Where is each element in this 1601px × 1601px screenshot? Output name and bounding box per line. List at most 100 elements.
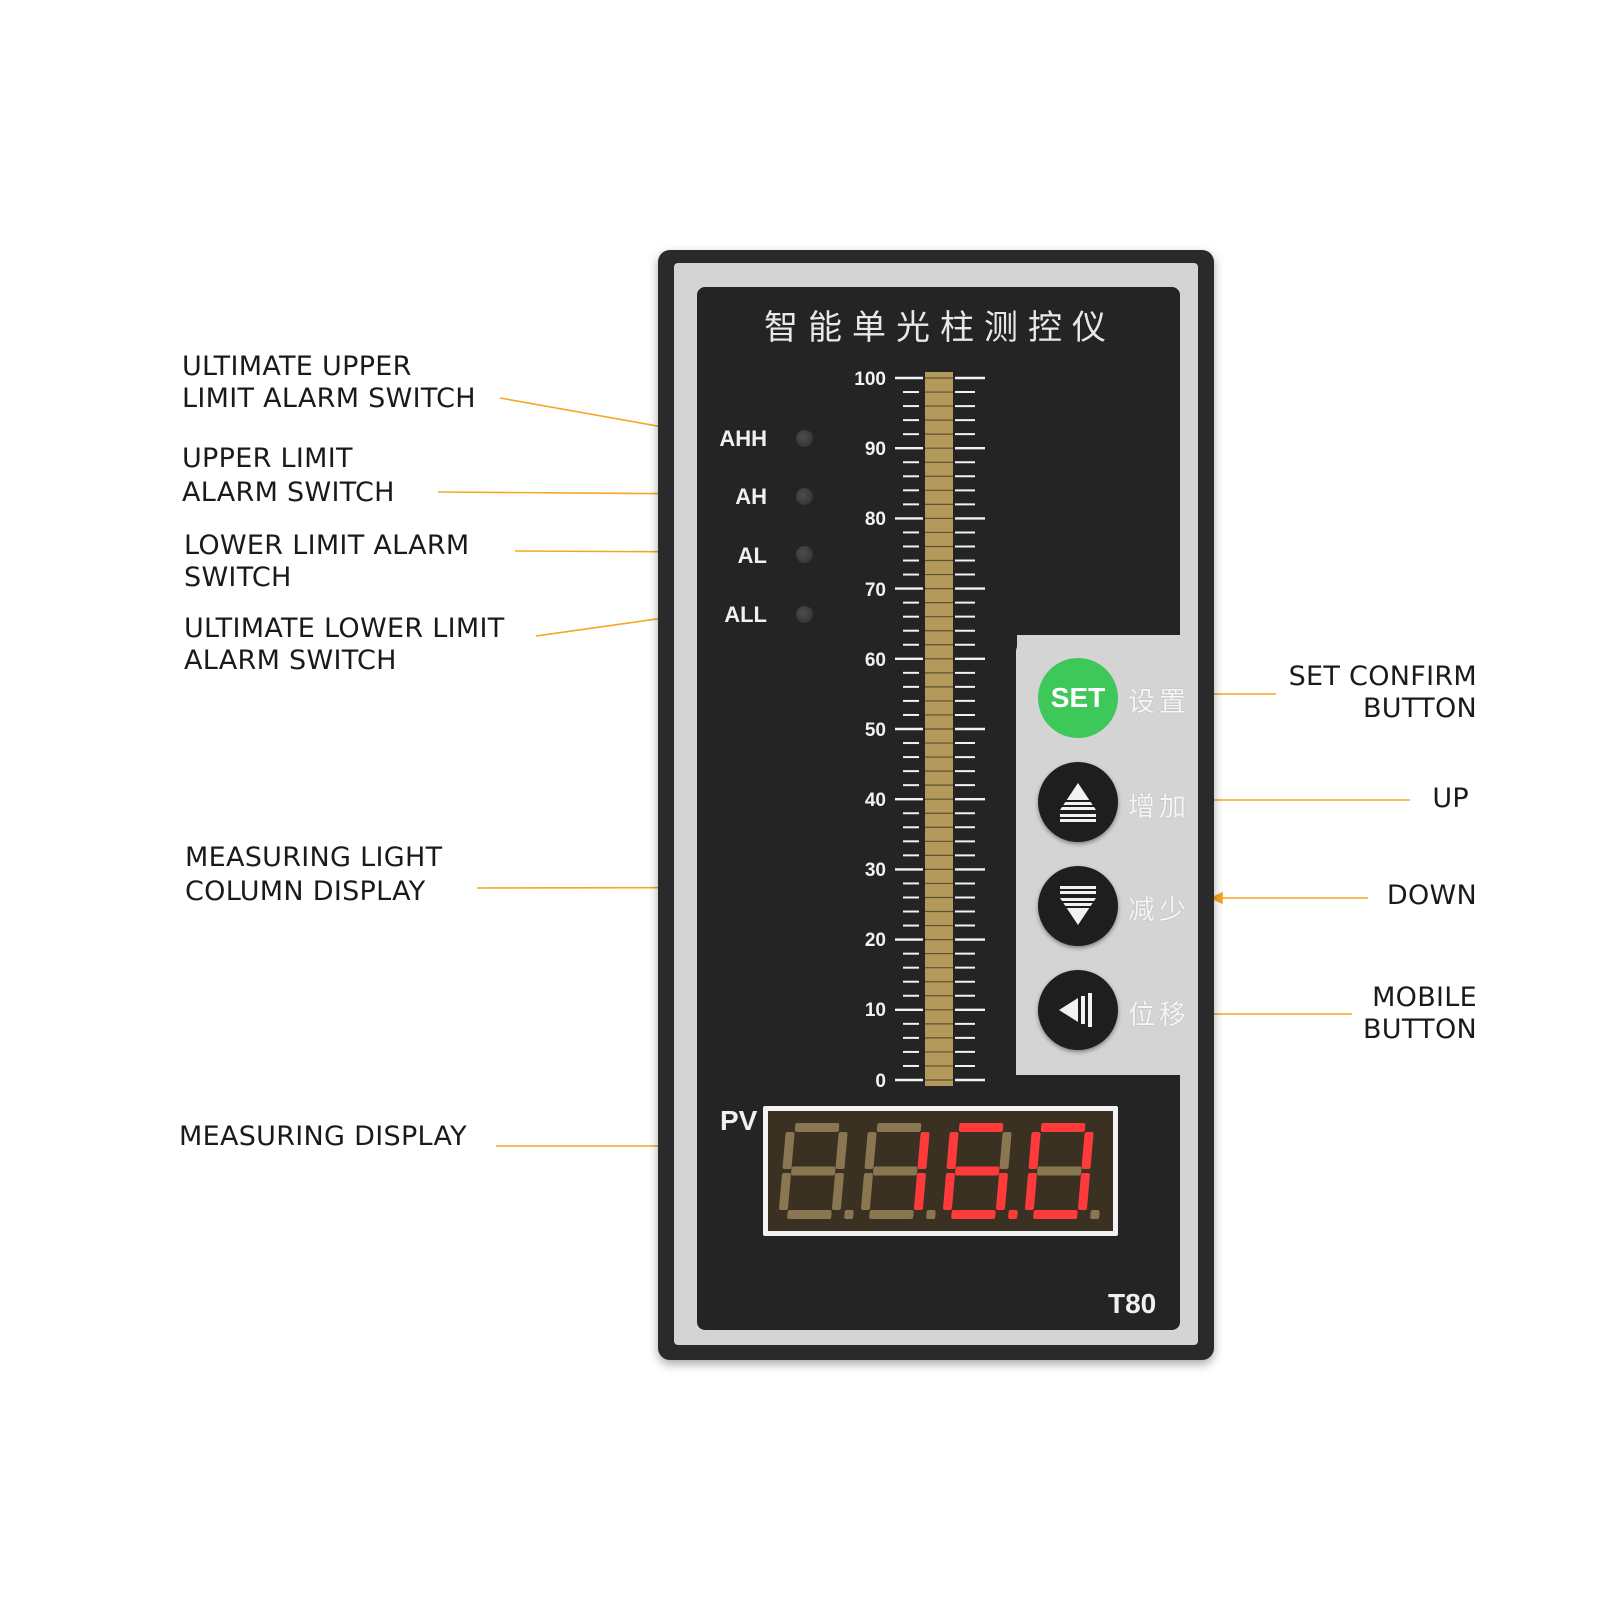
display-decimal-point: [926, 1210, 936, 1219]
callout-all: ULTIMATE LOWER LIMIT ALARM SWITCH: [184, 613, 505, 677]
display-segment: [864, 1132, 877, 1169]
display-decimal-point: [1090, 1210, 1100, 1219]
callout-ahh-line1: ULTIMATE UPPER: [182, 351, 412, 382]
callout-set-line1: SET CONFIRM: [1288, 661, 1477, 692]
scale-label-50: 50: [864, 720, 886, 741]
display-digit: [943, 1123, 1018, 1219]
set-button-face: SET: [1050, 682, 1106, 713]
shift-left-icon: [1059, 993, 1092, 1027]
callout-al-line2: SWITCH: [184, 562, 292, 593]
display-segment: [1040, 1123, 1086, 1132]
display-segment: [782, 1132, 795, 1169]
display-segment: [869, 1210, 914, 1219]
display-segment: [873, 1166, 918, 1176]
light-column-bargraph: [895, 372, 985, 1086]
callout-al-line1: LOWER LIMIT ALARM: [184, 530, 470, 561]
led-ah-indicator: [796, 488, 813, 505]
display-segment: [958, 1123, 1004, 1132]
up-key-label: 增加: [1128, 792, 1190, 823]
callout-set: SET CONFIRM BUTTON: [1289, 661, 1477, 725]
display-digit: [861, 1123, 936, 1219]
callout-al: LOWER LIMIT ALARM SWITCH: [184, 530, 470, 594]
down-button[interactable]: [1038, 866, 1118, 946]
display-segment: [835, 1132, 848, 1169]
mobile-key-label: 位移: [1128, 1000, 1190, 1031]
display-segment: [1037, 1166, 1082, 1176]
led-all-indicator: [796, 606, 813, 623]
display-decimal-point: [1008, 1210, 1018, 1219]
display-segment: [914, 1173, 926, 1210]
scale-label-80: 80: [864, 509, 886, 530]
alarm-label-ahh: AHH: [719, 426, 767, 451]
callout-up-line1: UP: [1432, 783, 1469, 814]
callout-mobile-line1: MOBILE: [1372, 982, 1477, 1013]
scale-label-20: 20: [864, 930, 886, 951]
triangle-up-icon: [1060, 783, 1096, 822]
display-segment: [999, 1132, 1012, 1169]
display-segment: [779, 1173, 791, 1210]
down-key-label: 减少: [1128, 895, 1190, 926]
display-segment: [876, 1123, 922, 1132]
callout-ahh: ULTIMATE UPPER LIMIT ALARM SWITCH: [182, 351, 476, 415]
up-button[interactable]: [1038, 762, 1118, 842]
display-segment: [1025, 1173, 1037, 1210]
display-segment: [1081, 1132, 1094, 1169]
display-segment: [955, 1166, 1000, 1176]
alarm-label-al: AL: [737, 543, 767, 568]
callout-up: UP: [1432, 783, 1469, 815]
callout-mobile: MOBILE BUTTON: [1363, 982, 1477, 1046]
display-segment: [1028, 1132, 1041, 1169]
scale-label-60: 60: [864, 650, 886, 671]
pv-seven-segment-display: [779, 1123, 1100, 1219]
set-key-label: 设置: [1128, 687, 1190, 718]
callout-ah-line2: ALARM SWITCH: [182, 477, 395, 508]
display-digit: [779, 1123, 854, 1219]
scale-label-10: 10: [864, 1000, 886, 1021]
display-segment: [861, 1173, 873, 1210]
display-segment: [1033, 1210, 1078, 1219]
callout-down: DOWN: [1387, 880, 1477, 912]
display-segment: [951, 1210, 996, 1219]
display-segment: [917, 1132, 930, 1169]
device-title: 智能单光柱测控仪: [764, 308, 1116, 348]
scale-label-70: 70: [864, 580, 886, 601]
callout-all-line1: ULTIMATE LOWER LIMIT: [184, 613, 505, 644]
callout-measuring: MEASURING DISPLAY: [179, 1121, 467, 1153]
display-segment: [946, 1132, 959, 1169]
set-button[interactable]: SET: [1038, 658, 1118, 738]
display-segment: [794, 1123, 840, 1132]
front-panel-middle: [697, 600, 1017, 1100]
display-segment: [1078, 1173, 1090, 1210]
scale-label-90: 90: [864, 439, 886, 460]
callout-light-column-line2: COLUMN DISPLAY: [185, 876, 426, 907]
callout-ahh-line2: LIMIT ALARM SWITCH: [182, 383, 476, 414]
triangle-down-icon: [1060, 886, 1096, 925]
display-digit: [1025, 1123, 1100, 1219]
callout-ah-line1: UPPER LIMIT: [182, 443, 353, 474]
alarm-label-ah: AH: [735, 484, 767, 509]
display-segment: [943, 1173, 955, 1210]
scale-label-30: 30: [864, 860, 886, 881]
scale-label-0: 0: [875, 1071, 886, 1092]
led-al-indicator: [796, 546, 813, 563]
model-label: T80: [1108, 1288, 1157, 1319]
scale-label-100: 100: [854, 369, 886, 390]
mobile-button[interactable]: [1038, 970, 1118, 1050]
callout-light-column: MEASURING LIGHT COLUMN DISPLAY: [185, 842, 442, 908]
pv-label: PV: [720, 1105, 758, 1136]
callout-measuring-line1: MEASURING DISPLAY: [179, 1121, 467, 1152]
callout-mobile-line2: BUTTON: [1362, 1014, 1477, 1045]
display-segment: [791, 1166, 836, 1176]
display-segment: [787, 1210, 832, 1219]
display-segment: [996, 1173, 1008, 1210]
alarm-label-all: ALL: [724, 602, 767, 627]
callout-down-line1: DOWN: [1386, 880, 1477, 911]
callout-all-line2: ALARM SWITCH: [184, 645, 397, 676]
scale-label-40: 40: [864, 790, 886, 811]
led-ahh-indicator: [796, 430, 813, 447]
display-segment: [832, 1173, 844, 1210]
callout-ah: UPPER LIMIT ALARM SWITCH: [182, 443, 395, 509]
callout-light-column-line1: MEASURING LIGHT: [185, 842, 443, 873]
callout-set-line2: BUTTON: [1362, 693, 1477, 724]
display-decimal-point: [844, 1210, 854, 1219]
